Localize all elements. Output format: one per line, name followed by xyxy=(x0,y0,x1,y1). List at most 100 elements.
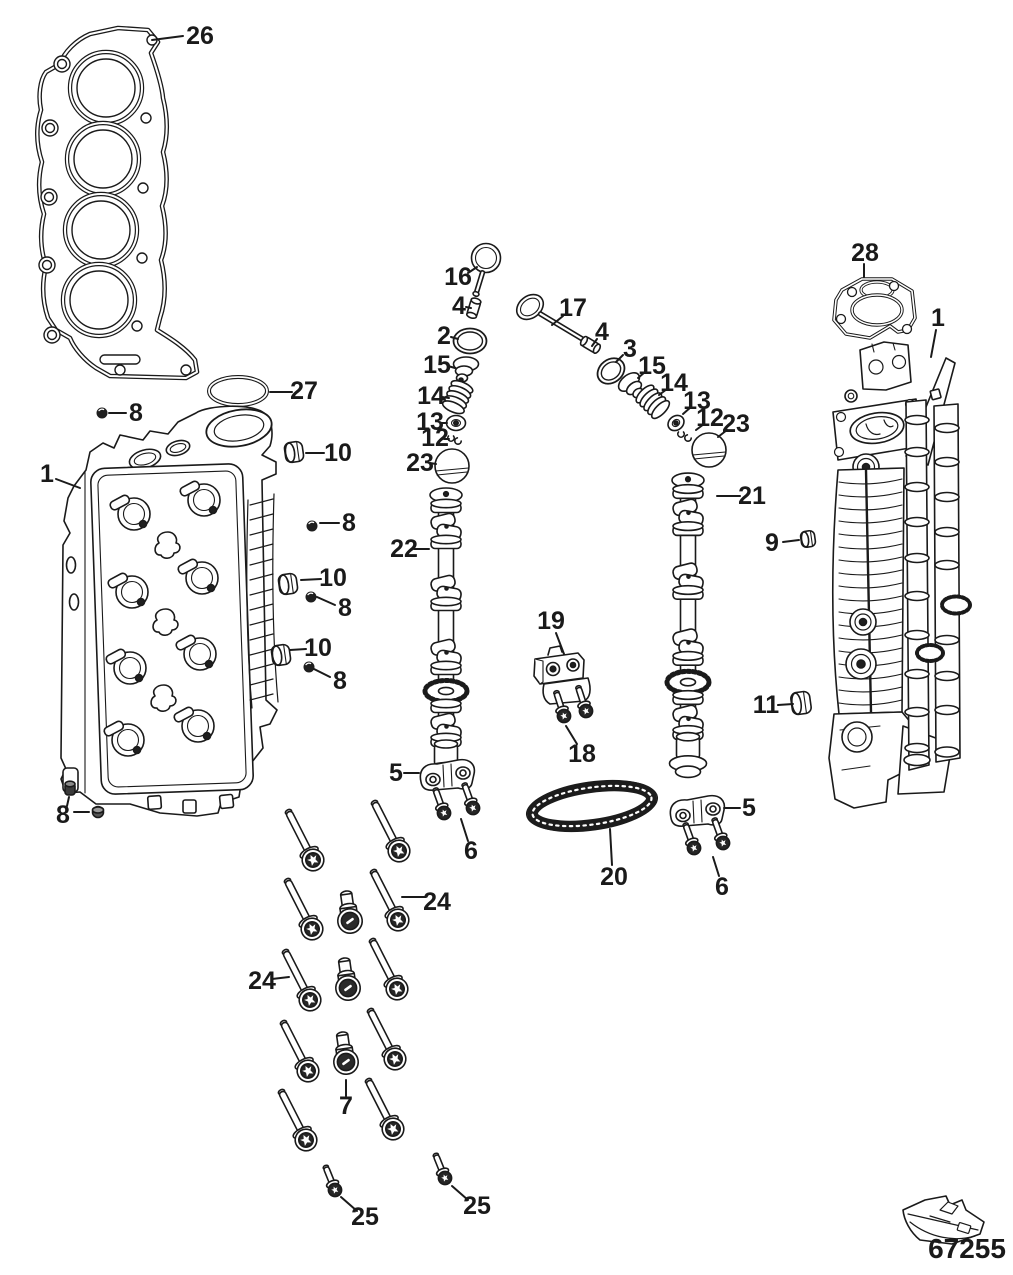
leader-line xyxy=(340,1196,358,1212)
sealing-plugs-8 xyxy=(64,407,318,819)
cylinder-head-starboard xyxy=(828,341,972,809)
leader-line xyxy=(467,266,478,274)
figure-number: 67255 xyxy=(928,1233,1006,1264)
valve-guide-left xyxy=(465,297,482,320)
leader-line xyxy=(551,315,564,326)
callout-12: 12 xyxy=(696,404,724,432)
leader-line xyxy=(712,856,720,877)
leader-line xyxy=(682,406,692,415)
callout-10: 10 xyxy=(304,634,332,662)
leader-line xyxy=(451,1185,469,1201)
leader-line xyxy=(271,976,290,980)
leader-line xyxy=(441,396,450,399)
callout-25: 25 xyxy=(463,1192,491,1220)
leader-line xyxy=(316,596,336,606)
spring-retainer-left xyxy=(452,356,480,383)
leader-line xyxy=(609,828,613,866)
callout-3: 3 xyxy=(623,335,637,363)
leader-line xyxy=(565,725,578,745)
callout-7: 7 xyxy=(339,1092,353,1120)
callout-4: 4 xyxy=(595,318,609,346)
o-ring-seal xyxy=(207,375,269,407)
leader-line xyxy=(695,423,705,431)
timing-chain xyxy=(525,779,659,833)
callout-18: 18 xyxy=(568,740,596,768)
cooling-fins-left-head xyxy=(246,493,279,709)
callout-22: 22 xyxy=(390,535,418,563)
shoulder-bolts-7 xyxy=(328,888,365,1077)
leader-line xyxy=(300,578,322,581)
callout-6: 6 xyxy=(715,873,729,901)
callout-10: 10 xyxy=(324,439,352,467)
callout-2: 2 xyxy=(437,322,451,350)
leader-line xyxy=(555,632,565,655)
leader-line xyxy=(289,648,307,651)
leader-line xyxy=(429,462,437,465)
camshaft-intake xyxy=(425,488,467,784)
callout-25: 25 xyxy=(351,1203,379,1231)
callout-8: 8 xyxy=(338,594,352,622)
speedboat-icon xyxy=(902,1195,985,1245)
spring-retainer-right xyxy=(617,371,644,399)
callout-12: 12 xyxy=(421,424,449,452)
valve-guide-right xyxy=(579,335,602,355)
valve-keepers-right xyxy=(676,431,693,444)
callout-27: 27 xyxy=(290,377,318,405)
exhaust-gasket xyxy=(832,277,917,340)
callout-26: 26 xyxy=(186,22,214,50)
head-gasket xyxy=(35,25,200,381)
installed-camshafts xyxy=(903,399,972,771)
leader-line xyxy=(717,429,728,438)
leader-line xyxy=(930,329,937,358)
leader-line xyxy=(658,388,668,396)
callout-5: 5 xyxy=(389,759,403,787)
leader-line xyxy=(591,338,598,347)
callout-11: 11 xyxy=(753,691,780,719)
camshaft-exhaust xyxy=(667,473,709,777)
callout-1: 1 xyxy=(40,460,54,488)
callout-6: 6 xyxy=(464,837,478,865)
callout-14: 14 xyxy=(660,369,688,397)
gasket-bolt-holes xyxy=(38,34,192,376)
callout-23: 23 xyxy=(722,410,750,438)
lifter-bucket-left xyxy=(434,448,470,484)
leader-line xyxy=(313,668,331,678)
cylinder-head-port xyxy=(60,405,279,817)
callout-16: 16 xyxy=(444,263,472,291)
callout-24: 24 xyxy=(248,967,276,995)
valve-seal-3 xyxy=(596,357,626,385)
callout-8: 8 xyxy=(129,399,143,427)
leader-line xyxy=(66,796,70,807)
spring-seat-left xyxy=(445,414,467,432)
callout-8: 8 xyxy=(56,801,70,829)
leader-line xyxy=(465,306,472,309)
callout-8: 8 xyxy=(333,667,347,695)
callout-13: 13 xyxy=(683,387,711,415)
callout-20: 20 xyxy=(600,863,628,891)
callout-17: 17 xyxy=(559,294,587,322)
callout-24: 24 xyxy=(423,888,451,916)
callout-layer: 2627810181081088164215141312232256174315… xyxy=(40,22,945,1231)
small-bolts-25 xyxy=(318,1150,455,1200)
gasket-bores xyxy=(60,49,145,339)
callout-13: 13 xyxy=(416,408,444,436)
leader-line xyxy=(777,703,794,706)
callout-5: 5 xyxy=(742,794,756,822)
callout-4: 4 xyxy=(452,292,466,320)
callout-9: 9 xyxy=(765,529,779,557)
plug-11 xyxy=(789,689,813,717)
callout-21: 21 xyxy=(738,482,766,510)
leader-line xyxy=(151,35,184,41)
leader-line xyxy=(637,371,646,379)
leader-line xyxy=(460,818,469,842)
leader-line xyxy=(615,354,624,363)
leader-line xyxy=(450,336,459,340)
callout-15: 15 xyxy=(638,352,666,380)
plug-9 xyxy=(799,529,817,549)
callout-19: 19 xyxy=(537,607,565,635)
callout-14: 14 xyxy=(417,382,445,410)
callout-8: 8 xyxy=(342,509,356,537)
callout-1: 1 xyxy=(931,304,945,332)
